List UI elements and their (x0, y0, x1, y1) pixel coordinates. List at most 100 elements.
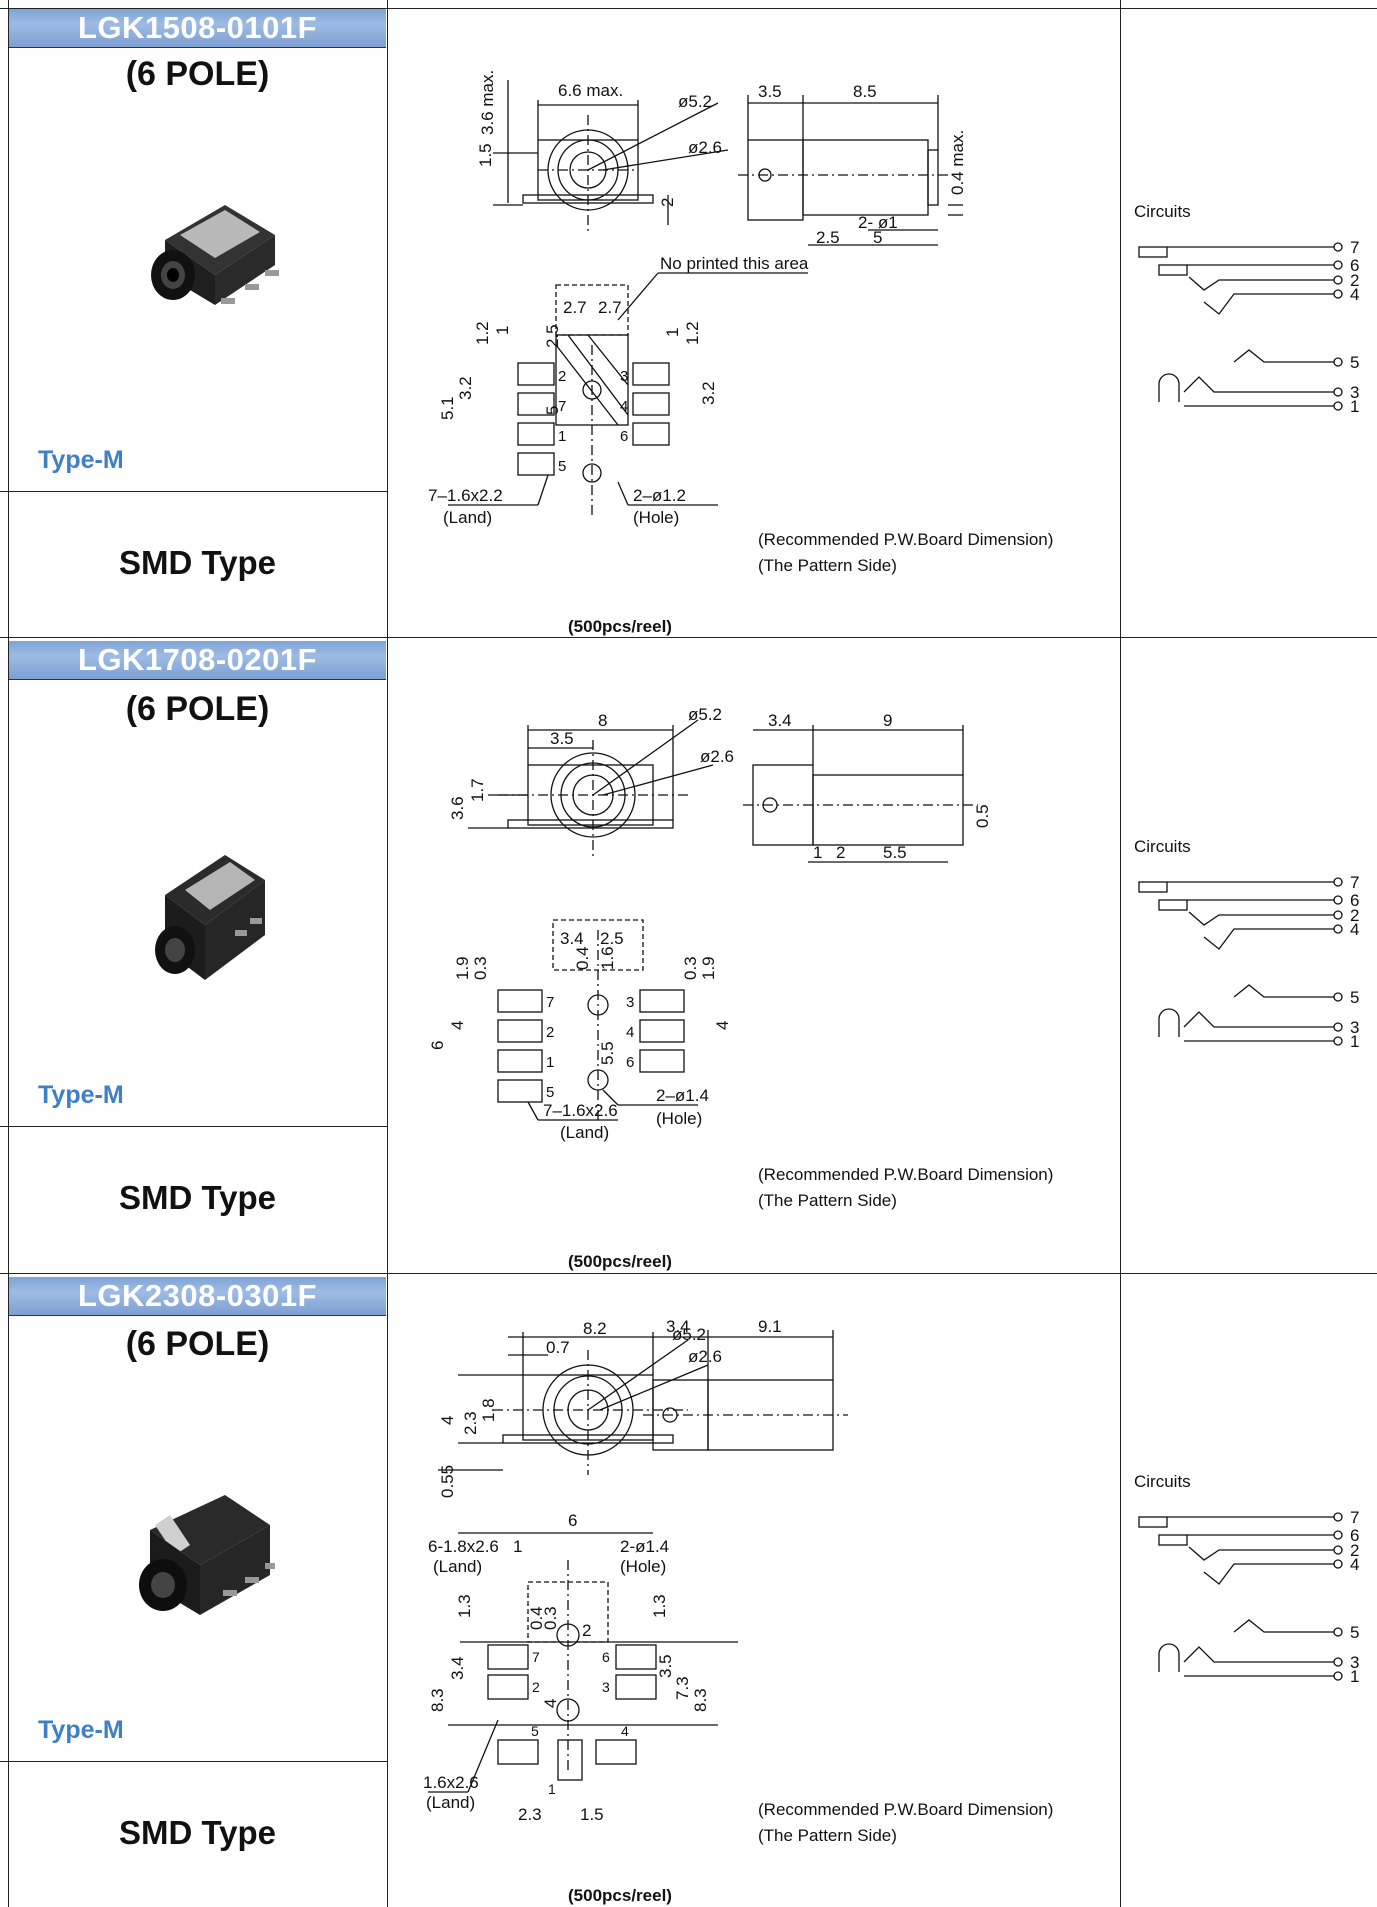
packing-label: (500pcs/reel) (568, 1886, 672, 1905)
land-left-b: 1 (493, 326, 512, 335)
land-v-b: 1.6 (598, 946, 617, 970)
circuit-pin: 5 (1350, 988, 1359, 1007)
front-view (468, 719, 714, 860)
circuit-diagram: 7 6 2 4 5 3 1 (1138, 873, 1359, 1051)
hole-spec: 2–ø1.2 (633, 486, 686, 505)
land-spec: 6-1.8x2.6 (428, 1537, 499, 1556)
pad-number: 1 (546, 1054, 554, 1071)
circuit-pin: 6 (1350, 1526, 1359, 1545)
land-top-b: 2.5 (600, 929, 624, 948)
inner-diameter-label: ø2.6 (688, 1347, 722, 1366)
front-h-b-label: 2.3 (461, 1411, 480, 1435)
center-height-label: 1.7 (468, 778, 487, 802)
circuit-pin: 2 (1350, 271, 1359, 290)
jack-photo (139, 1495, 275, 1615)
front-height-label: 3.6 max. (478, 70, 497, 135)
type-label: Type-M (38, 1716, 124, 1744)
land-v-a: 1.3 (455, 1594, 474, 1618)
side-c-label: 5.5 (883, 843, 907, 862)
circuit-pin: 7 (1350, 1508, 1359, 1527)
side-a-label: 1 (813, 843, 822, 862)
circuits-label: Circuits (1134, 837, 1191, 856)
pad-number: 3 (626, 994, 634, 1011)
circuit-pin: 4 (1350, 1555, 1359, 1574)
land-v-e: 1.3 (650, 1594, 669, 1618)
circuit-pin: 1 (1350, 1667, 1359, 1686)
pcb-note: (Recommended P.W.Board Dimension) (The P… (758, 1797, 1053, 1849)
land-v-b: 0.4 (527, 1606, 546, 1630)
outer-diameter-label: ø5.2 (688, 705, 722, 724)
mount-type: SMD Type (118, 1179, 277, 1216)
side-view (738, 95, 963, 246)
land-width-label: 6 (568, 1511, 577, 1530)
column-divider-2 (1120, 0, 1121, 1907)
peg-label: 2- ø1 (858, 213, 898, 232)
land2-spec: 1.6x2.6 (423, 1773, 479, 1792)
packing-label: (500pcs/reel) (568, 1252, 672, 1271)
pcb-note-line-2: (The Pattern Side) (758, 1191, 897, 1210)
pad-number: 1 (548, 1781, 556, 1797)
pad-number: 7 (546, 994, 554, 1011)
pcb-note-line-1: (Recommended P.W.Board Dimension) (758, 1800, 1054, 1819)
land-top-a: 2.7 (563, 298, 587, 317)
jack-photo (151, 205, 279, 305)
side-b-label: 2 (836, 843, 845, 862)
pcb-note-line-2: (The Pattern Side) (758, 556, 897, 575)
dimension-drawing: 6.6 max. 3.6 max. ø5.2 ø2.6 1.5 2 3.5 8.… (428, 70, 967, 527)
land-right-b: 1.2 (683, 321, 702, 345)
circuit-pin: 3 (1350, 383, 1359, 402)
pad-number: 5 (531, 1723, 539, 1739)
pad-number: 7 (532, 1649, 540, 1665)
front-h-a-label: 1.8 (479, 1398, 498, 1422)
pcb-note-line-1: (Recommended P.W.Board Dimension) (758, 1165, 1054, 1184)
land-spec-label: (Land) (433, 1557, 482, 1576)
pad-number: 4 (620, 398, 628, 415)
land-left-d: 6 (428, 1041, 447, 1050)
side-view (643, 1330, 848, 1451)
circuit-pin: 6 (1350, 891, 1359, 910)
front-width-label: 8.2 (583, 1319, 607, 1338)
table-left-border (8, 0, 9, 1907)
side-body-length-label: 8.5 (853, 82, 877, 101)
row-divider-left-2 (0, 1126, 387, 1127)
hole-spec-label: (Hole) (620, 1557, 666, 1576)
type-label: Type-M (38, 1081, 124, 1109)
land-right-b: 7.3 (673, 1676, 692, 1700)
pcb-note-line-1: (Recommended P.W.Board Dimension) (758, 530, 1054, 549)
land-right-a: 0.3 (681, 956, 700, 980)
circuit-pin: 2 (1350, 1541, 1359, 1560)
circuit-pin: 5 (1350, 353, 1359, 372)
circuit-pin: 3 (1350, 1018, 1359, 1037)
packing-label: (500pcs/reel) (568, 617, 672, 636)
pcb-note: (Recommended P.W.Board Dimension) (The P… (758, 1162, 1053, 1214)
side-body-length-label: 9.1 (758, 1317, 782, 1336)
side-front-length-label: 3.4 (666, 1317, 690, 1336)
circuit-diagram: 7 6 2 4 5 3 1 (1138, 238, 1359, 416)
pad-number: 4 (621, 1723, 629, 1739)
model-name: LGK1508-0101F (9, 9, 386, 48)
circuit-pin: 7 (1350, 238, 1359, 257)
model-name: LGK1708-0201F (9, 641, 386, 680)
land-left-d: 5.1 (438, 396, 457, 420)
land-pattern (497, 919, 698, 1121)
front-height-label: 4 (438, 1416, 457, 1425)
front-view (438, 1332, 709, 1475)
land-v-c: 0.3 (541, 1606, 560, 1630)
side-thickness-label: 0.4 max. (948, 130, 967, 195)
outer-diameter-label: ø5.2 (678, 92, 712, 111)
pad-number: 2 (532, 1679, 540, 1695)
land-right-a: 3.5 (656, 1654, 675, 1678)
column-divider-1 (387, 0, 388, 1907)
front-width-label: 6.6 max. (558, 81, 623, 100)
land-v-a: 0.4 (573, 946, 592, 970)
dimension-drawing: 8 3.5 ø5.2 ø2.6 3.6 1.7 3.4 9 0.5 1 2 5.… (428, 705, 992, 1142)
front-offset-label: 0.7 (546, 1338, 570, 1357)
pcb-note: (Recommended P.W.Board Dimension) (The P… (758, 527, 1053, 579)
no-print-note: No printed this area (660, 254, 809, 273)
land-left-a: 1.2 (473, 321, 492, 345)
hole-spec: 2–ø1.4 (656, 1086, 709, 1105)
land-top-b: 2.7 (598, 298, 622, 317)
circuit-pin: 1 (1350, 1032, 1359, 1051)
front-view (493, 80, 729, 235)
land-left-c: 4 (448, 1021, 467, 1030)
